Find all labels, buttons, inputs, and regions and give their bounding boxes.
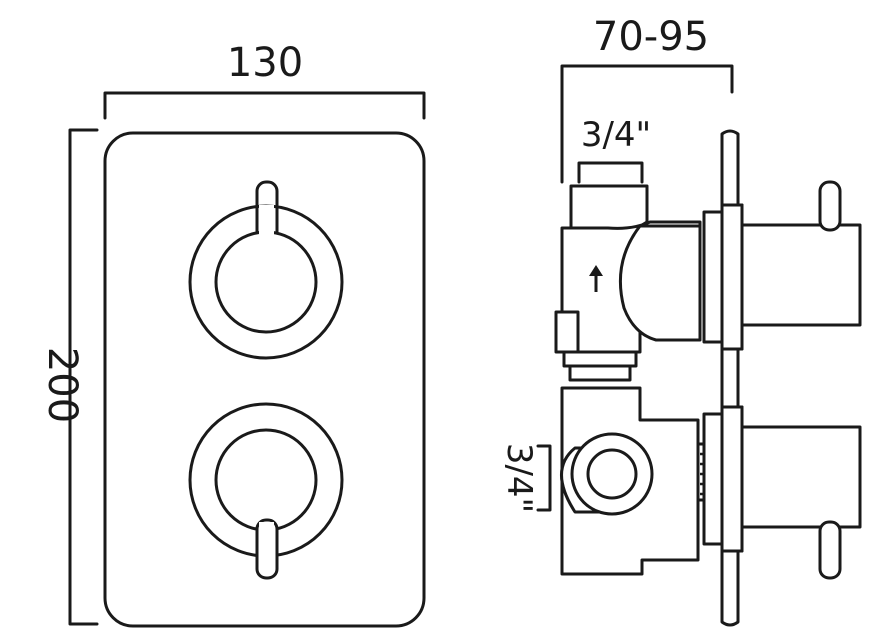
- arrow-up-icon: [589, 265, 603, 292]
- top-inlet-dimension: 3/4": [577, 115, 651, 184]
- side-inlet-dimension: 3/4": [499, 443, 552, 513]
- upper-control-knob: [188, 180, 344, 360]
- depth-dimension: 70-95: [560, 14, 734, 184]
- lower-flange-inner: [702, 412, 724, 546]
- upper-thread-ring-lower: [568, 364, 632, 382]
- top-inlet-label: 3/4": [581, 115, 651, 155]
- upper-side-nub: [554, 310, 580, 354]
- side-inlet-bore: [586, 448, 638, 500]
- lower-knob-center: [214, 428, 318, 532]
- lower-control-knob: [188, 402, 344, 580]
- upper-knob-center: [214, 230, 318, 334]
- width-dimension-label: 130: [227, 40, 303, 86]
- height-dimension: 200: [39, 128, 99, 626]
- height-dimension-label: 200: [39, 347, 85, 423]
- lower-valve-body: [560, 386, 714, 576]
- width-dimension: 130: [103, 40, 426, 120]
- upper-valve-body: [554, 184, 702, 382]
- side-view: 70-95 3/4" 3/4": [499, 14, 862, 627]
- side-inlet-label: 3/4": [499, 443, 539, 513]
- upper-handle-cylinder: [740, 223, 862, 327]
- depth-dimension-label: 70-95: [593, 14, 709, 60]
- front-view: 130 200: [39, 40, 426, 628]
- upper-handle-lever: [818, 180, 842, 232]
- upper-thread-ring: [562, 350, 638, 368]
- lower-flange-front: [720, 405, 744, 553]
- upper-flange-front: [720, 203, 744, 351]
- cover-plate: [103, 131, 426, 628]
- lower-handle-cylinder: [740, 425, 862, 529]
- upper-cartridge-collar: [618, 224, 702, 342]
- lower-handle-lever: [818, 520, 842, 580]
- upper-flange-inner: [702, 210, 724, 344]
